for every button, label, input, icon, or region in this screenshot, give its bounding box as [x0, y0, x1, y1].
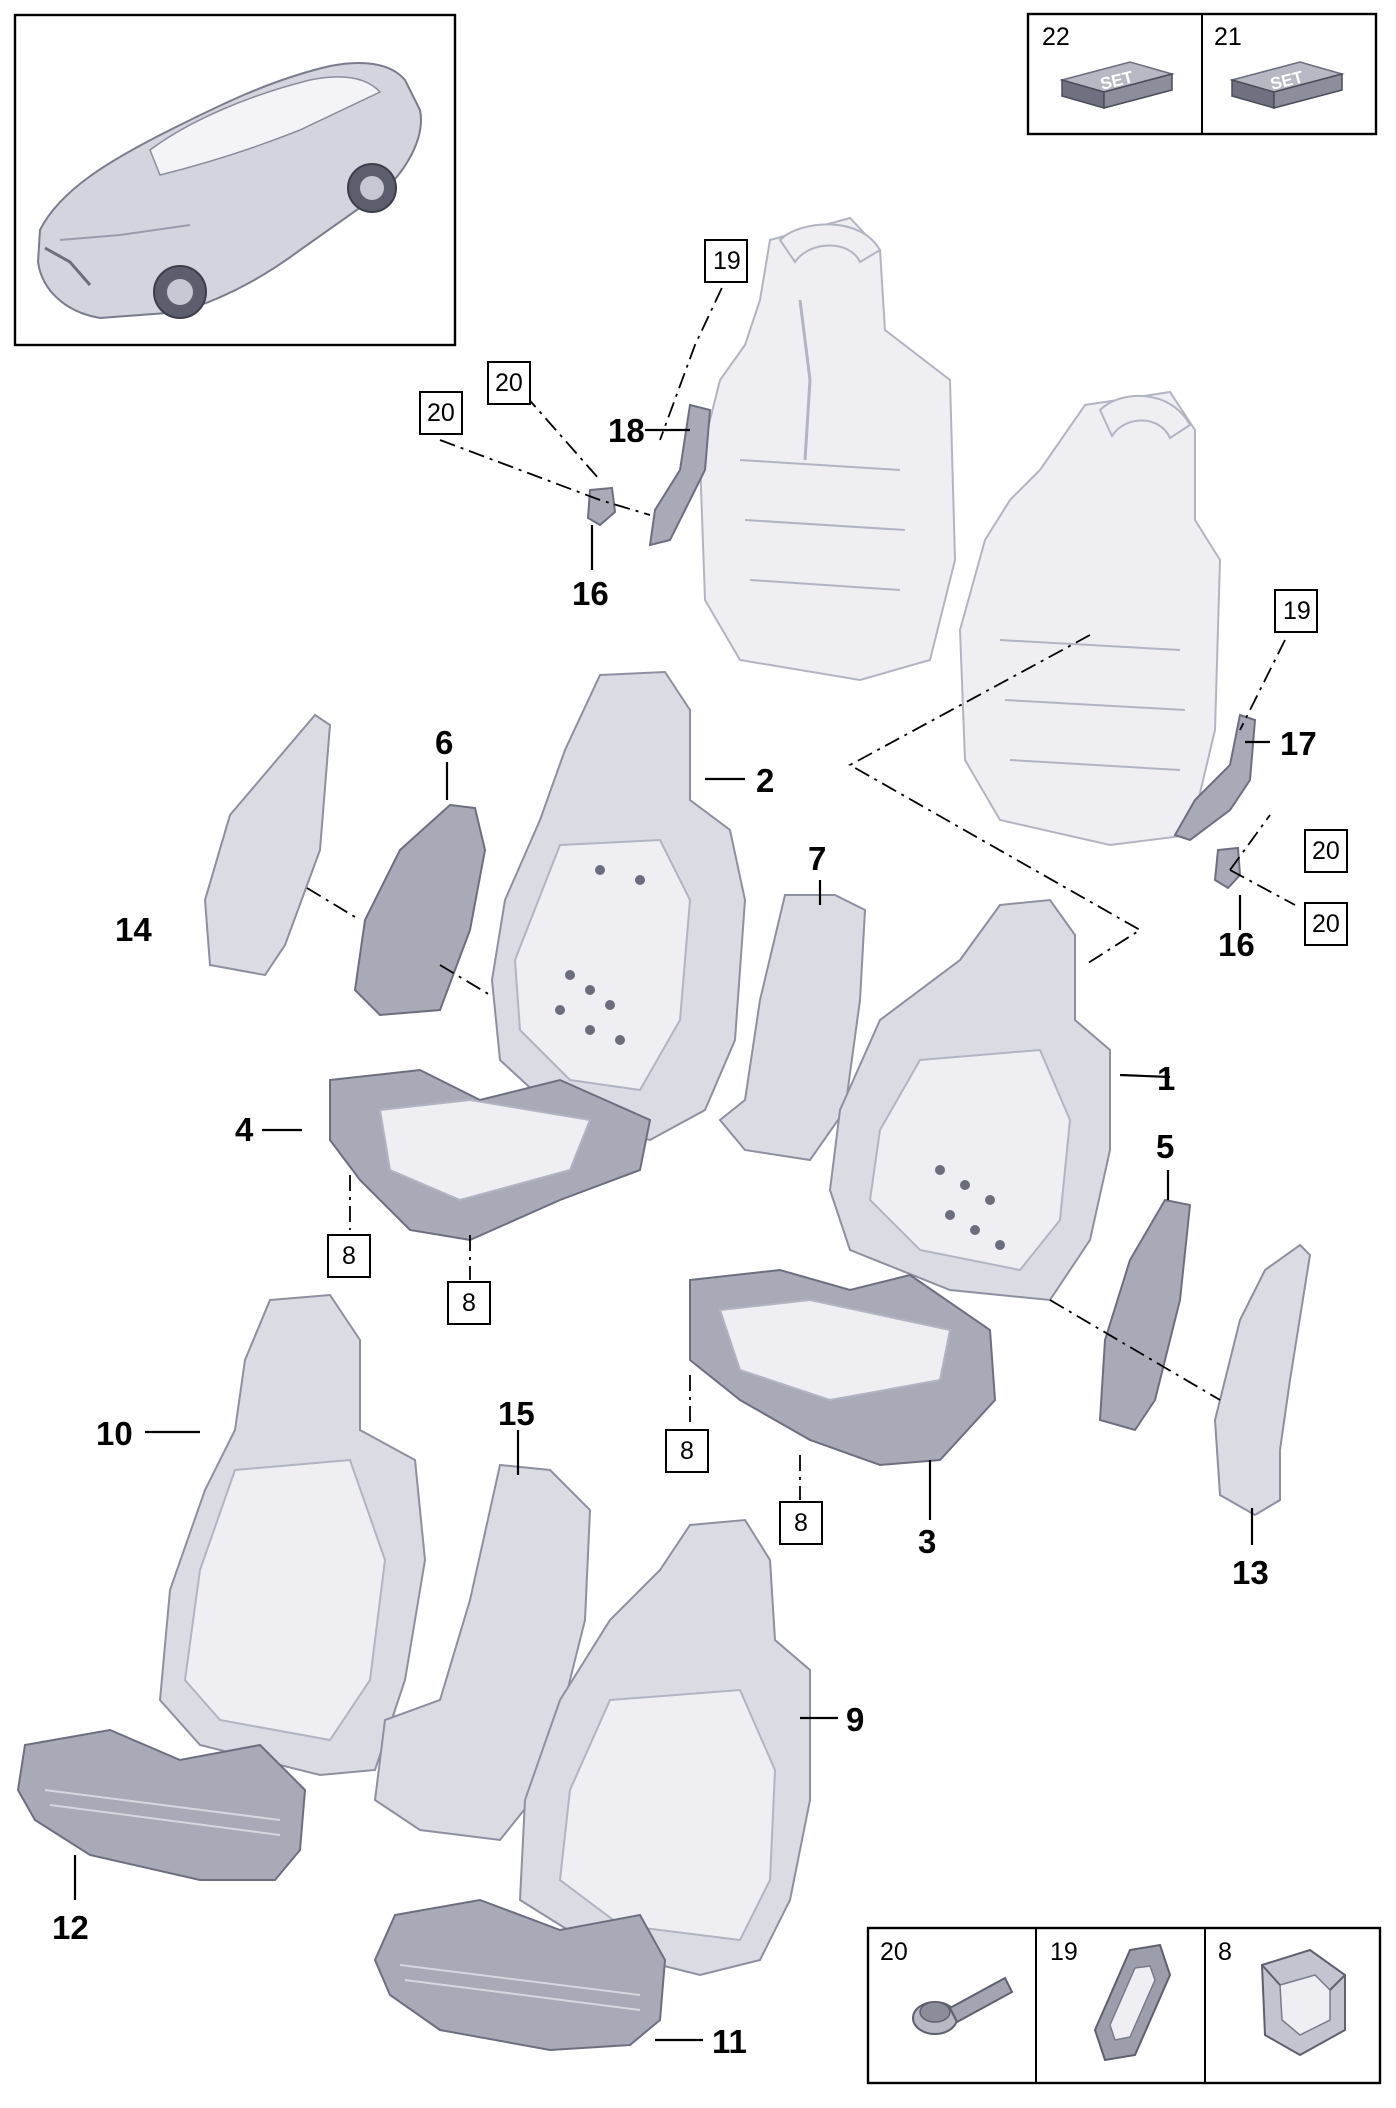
svg-text:20: 20	[495, 369, 523, 397]
part-16-bracket-left	[586, 486, 617, 527]
leader-lines	[73, 428, 1270, 2042]
part-2-backrest-upholstery	[490, 670, 747, 1142]
hardware-number: 20	[880, 1938, 908, 1966]
svg-text:8: 8	[462, 1289, 476, 1317]
hardware-number: 19	[1050, 1938, 1078, 1966]
callout-13: 13	[1232, 1554, 1269, 1591]
hardware-20: 20	[880, 1938, 1014, 2035]
callout-3: 3	[918, 1523, 936, 1560]
set-number: 21	[1214, 23, 1242, 51]
callout-16-left: 16	[572, 575, 609, 612]
part-10-backrest-cover	[158, 1293, 427, 1777]
set-21: 21 SET	[1214, 23, 1345, 109]
set-number: 22	[1042, 23, 1070, 51]
callout-14: 14	[115, 911, 152, 948]
part-12-cushion-cover	[16, 1728, 307, 1881]
ref-box-8-a: 8	[327, 1234, 371, 1278]
svg-text:8: 8	[680, 1437, 694, 1465]
callout-11: 11	[712, 2023, 747, 2060]
callout-10: 10	[96, 1415, 133, 1452]
seat-frame-right	[958, 390, 1222, 847]
clip-icon	[1260, 1948, 1346, 2057]
part-5-side-panel	[1098, 1198, 1192, 1432]
callout-2: 2	[756, 762, 774, 799]
svg-text:20: 20	[1312, 837, 1340, 865]
ref-box-8-d: 8	[779, 1501, 823, 1545]
seat-frame-left	[698, 216, 957, 682]
svg-text:8: 8	[794, 1509, 808, 1537]
part-7-back-panel	[718, 894, 867, 1162]
set-22: 22 SET	[1042, 23, 1175, 109]
hardware-legend: 20 19 8	[866, 1926, 1382, 2085]
callout-9: 9	[846, 1701, 864, 1738]
part-16-bracket-right	[1213, 846, 1242, 890]
callout-12: 12	[52, 1909, 89, 1946]
svg-text:19: 19	[713, 247, 741, 275]
part-18-bracket	[648, 403, 712, 547]
callout-18: 18	[608, 412, 645, 449]
svg-text:19: 19	[1283, 597, 1311, 625]
ref-box-8-c: 8	[665, 1429, 709, 1473]
hardware-number: 8	[1218, 1938, 1232, 1966]
part-14-side-trim	[203, 713, 332, 977]
part-17-bracket	[1173, 713, 1257, 842]
assembly-lines	[306, 259, 1296, 1500]
hardware-8: 8	[1218, 1938, 1346, 2057]
ref-box-8-b: 8	[447, 1281, 491, 1325]
callout-17: 17	[1280, 725, 1317, 762]
part-15-back-panel-cover	[373, 1463, 592, 1842]
part-3-seat-cushion	[689, 1268, 997, 1467]
callout-4: 4	[235, 1111, 254, 1148]
set-legend: 22 SET 21 SET	[1026, 12, 1378, 136]
ref-box-20-right-lower: 20	[1304, 902, 1348, 946]
ref-box-20-upper: 20	[487, 361, 531, 405]
ref-box-20-right-upper: 20	[1304, 829, 1348, 873]
part-6-side-panel	[353, 803, 487, 1017]
grommet-icon	[1093, 1943, 1172, 2062]
callout-16-right: 16	[1218, 926, 1255, 963]
part-11-cushion-cover	[373, 1898, 667, 2052]
callout-7: 7	[808, 840, 826, 877]
callout-15: 15	[498, 1395, 535, 1432]
ref-box-20-left: 20	[419, 391, 463, 435]
reference-boxes: 19 19 20 20 20 20 8 8	[327, 239, 1348, 1545]
car-icon	[36, 61, 422, 320]
svg-text:20: 20	[1312, 910, 1340, 938]
part-13-side-trim	[1213, 1243, 1312, 1517]
bolt-icon	[912, 1976, 1014, 2035]
part-4-seat-cushion	[329, 1068, 652, 1242]
callouts: 1 2 3 4 5 6 7 9 10 11 12 13 14 15 16 16 …	[52, 412, 1317, 2060]
svg-text:8: 8	[342, 1242, 356, 1270]
callout-1: 1	[1157, 1060, 1175, 1097]
ref-box-19-right: 19	[1274, 589, 1318, 633]
svg-text:20: 20	[427, 399, 455, 427]
ref-box-19-top: 19	[704, 239, 748, 283]
callout-6: 6	[435, 724, 453, 761]
callout-5: 5	[1156, 1128, 1174, 1165]
part-1-backrest-upholstery	[828, 898, 1111, 1302]
vehicle-thumbnail	[13, 13, 457, 347]
part-9-backrest-cover	[518, 1518, 811, 1977]
hardware-19: 19	[1050, 1938, 1172, 2062]
